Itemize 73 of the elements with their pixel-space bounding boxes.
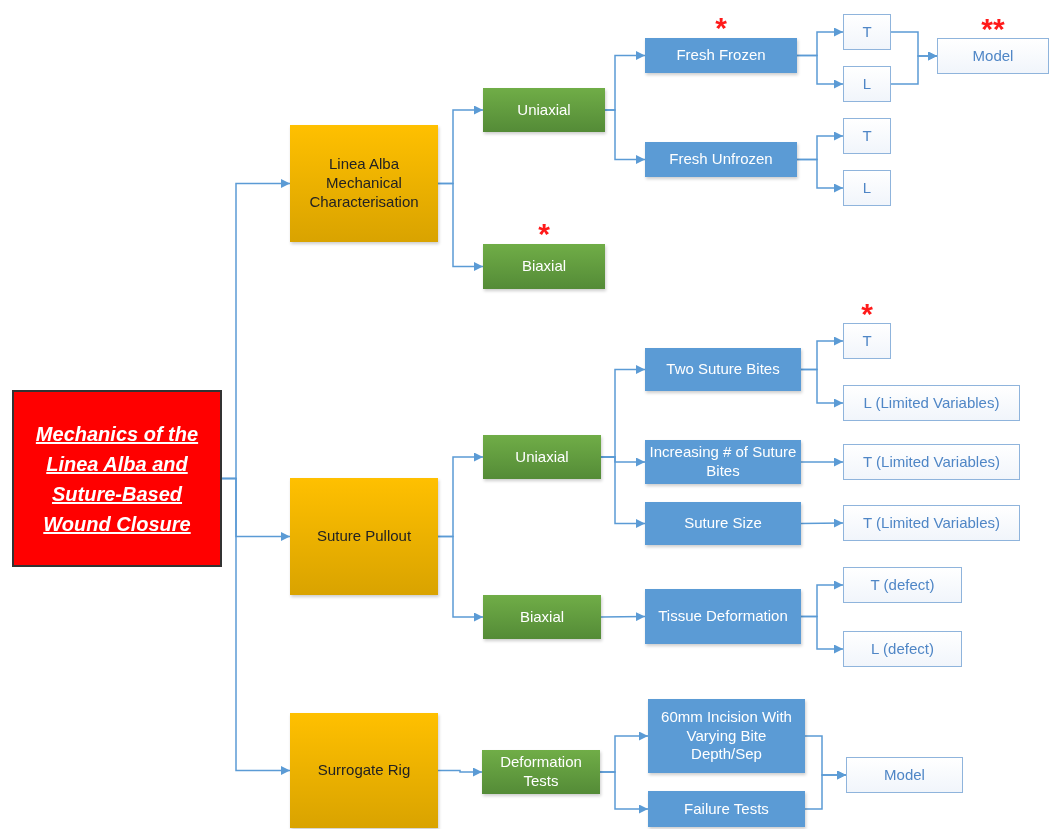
result-box: [843, 14, 891, 50]
arrow: [600, 612, 646, 622]
box-label: Model: [972, 46, 1014, 66]
category-box: [290, 478, 438, 595]
test-box: [482, 750, 600, 794]
box-label: Suture Size: [684, 514, 762, 533]
box-label: T: [862, 22, 872, 42]
box-label: Surrogate Rig: [317, 761, 411, 780]
box-label: T: [862, 126, 872, 146]
result-box: [843, 385, 1020, 421]
result-box: [843, 505, 1020, 541]
result-box: [843, 66, 891, 102]
box-label: L: [862, 74, 872, 94]
result-box: [843, 567, 962, 603]
process-box: [648, 699, 805, 773]
process-box: [645, 142, 797, 177]
arrow: [800, 457, 844, 467]
box-label: Fresh Unfrozen: [669, 150, 773, 169]
arrow: [796, 158, 844, 193]
box-label: Biaxial: [519, 607, 565, 627]
asterisk-mark: *: [537, 219, 551, 249]
arrow: [890, 51, 938, 85]
process-box: [648, 791, 805, 827]
arrow: [437, 767, 483, 777]
result-box: [843, 444, 1020, 480]
box-label: L: [862, 178, 872, 198]
box-label: Deformation Tests: [499, 753, 583, 791]
test-box: [483, 88, 605, 132]
arrow: [800, 368, 844, 408]
box-label: Uniaxial: [517, 100, 571, 120]
box-label: Two Suture Bites: [666, 360, 780, 379]
box-label: Increasing # of Suture Bites: [649, 443, 797, 481]
test-box: [483, 595, 601, 639]
box-label: T: [862, 331, 872, 351]
arrow: [437, 535, 484, 622]
arrow: [800, 518, 844, 528]
asterisk-mark: *: [714, 13, 728, 43]
box-label: T (Limited Variables): [863, 513, 1000, 533]
asterisk-mark: **: [980, 14, 1006, 44]
box-label: Linea Alba Mechanical Characterisation: [308, 155, 420, 212]
result-box: [843, 170, 891, 206]
box-label: Uniaxial: [515, 447, 569, 467]
result-box: [843, 631, 962, 667]
box-label: T (defect): [870, 575, 935, 595]
box-label: Mechanics of the Linea Alba and Suture-Based Wound Closure: [34, 421, 200, 537]
box-label: 60mm Incision With Varying Bite Depth/Sep: [660, 707, 793, 765]
process-box: [645, 348, 801, 391]
box-label: Failure Tests: [684, 799, 769, 819]
arrow: [604, 109, 646, 164]
box-label: L (Limited Variables): [863, 393, 1000, 413]
arrow: [600, 456, 646, 528]
box-label: Model: [884, 765, 925, 785]
category-box: [290, 125, 438, 242]
process-box: [645, 589, 801, 644]
box-label: Fresh Frozen: [676, 46, 766, 65]
arrow: [599, 771, 649, 814]
test-box: [483, 435, 601, 479]
process-box: [645, 502, 801, 545]
box-label: L (defect): [871, 639, 934, 659]
arrow: [796, 54, 844, 89]
category-box: [290, 713, 438, 828]
arrow: [437, 182, 484, 271]
arrow: [800, 615, 844, 654]
box-label: T (Limited Variables): [863, 452, 1000, 472]
result-box: [846, 757, 963, 793]
asterisk-mark: *: [860, 299, 874, 329]
arrow: [221, 477, 291, 775]
arrow: [804, 770, 847, 810]
title-box: [12, 390, 222, 567]
box-label: Suture Pullout: [316, 527, 412, 546]
box-label: Biaxial: [521, 257, 567, 276]
result-box: [843, 118, 891, 154]
box-label: Tissue Deformation: [658, 607, 788, 626]
